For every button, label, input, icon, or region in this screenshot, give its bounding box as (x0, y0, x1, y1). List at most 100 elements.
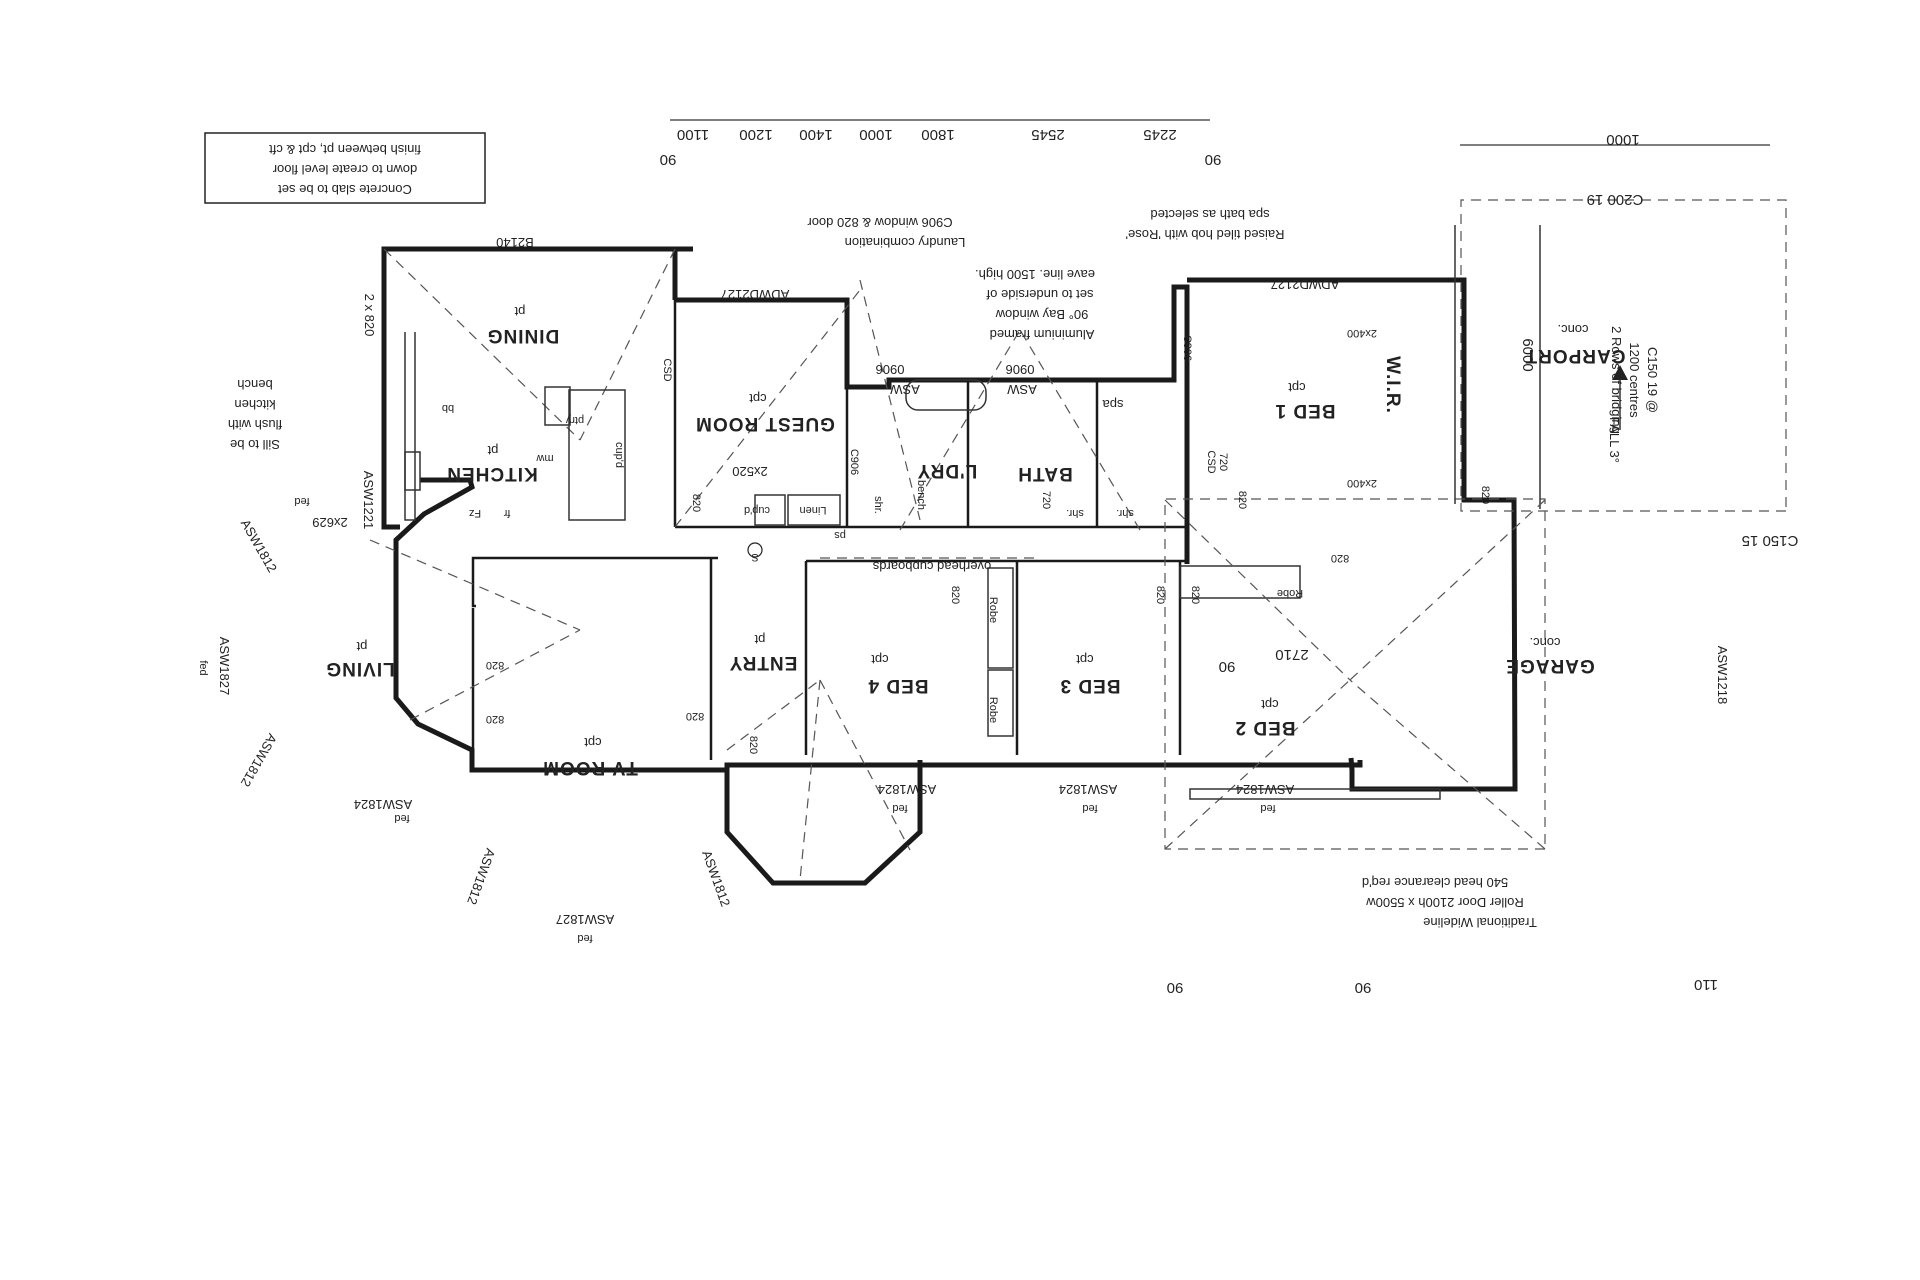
guest-room-label: GUEST ROOM (695, 413, 835, 434)
bed4-label: BED 4 (868, 675, 929, 696)
dim-bottom-2: 110 (1694, 976, 1718, 993)
door-2x520: 2x520 (732, 464, 767, 479)
door-csd-guest: CSD (661, 358, 673, 381)
overhead-note: overhead cupboards (872, 559, 991, 574)
slab-note-box (204, 132, 486, 204)
kitchen-finish: pt (487, 443, 498, 458)
door-2x820: 2 x 820 (362, 294, 377, 337)
entry-finish: pt (754, 632, 765, 647)
carport-finish: conc. (1557, 322, 1588, 337)
laundry-note-1: Laundry combination (845, 235, 966, 250)
robe-box-2 (987, 669, 1014, 737)
guest-finish: cpt (749, 391, 767, 406)
window-asw1221: ASW1221 (361, 471, 376, 530)
window-labels: B2140 ADWD2127 ADWD2127 ASW 0906 ASW 090… (197, 235, 1730, 944)
bridging-note-3: 2 Rows of bridging (1609, 326, 1624, 434)
window-asw1827-living: ASW1827 (217, 637, 232, 696)
roof-line-14 (899, 329, 1021, 531)
door-820-guest: 820 (690, 494, 702, 512)
window-asw-b-num: 0906 (1006, 362, 1035, 377)
bed4-finish: cpt (871, 652, 889, 667)
door-2x629: 2x629 (312, 515, 347, 530)
cupd-cupboard (754, 494, 786, 526)
window-asw1824-living: ASW1824 (354, 797, 413, 812)
kitchen-island (568, 389, 626, 521)
window-asw1824-b: ASW1824 (1059, 782, 1118, 797)
door-csd-ens: CSD (1205, 450, 1217, 473)
window-adwd2127-bed1: ADWD2127 (1271, 277, 1340, 292)
bb-label: bb (442, 402, 454, 414)
bay-note-4: eave line. 1500 high. (975, 267, 1095, 282)
dim-bottom-0: 90 (1167, 979, 1184, 996)
window-asw1812-d: ASW1812 (699, 848, 733, 908)
tv-room-wall (724, 760, 923, 886)
bed3-label: BED 3 (1060, 675, 1121, 696)
living-label: LIVING (325, 658, 394, 679)
door-labels: 2 x 820 2x629 2x520 820 820 820 820 820 … (312, 294, 1491, 755)
fed-label-2: fed (577, 932, 592, 944)
roof-line-9 (819, 679, 911, 851)
shr-ensuite-label: shr. (1116, 507, 1134, 519)
garage-label: GARAGE (1505, 655, 1594, 676)
dim-bed2-90: 90 (1219, 658, 1236, 675)
fed-label-4: fed (1082, 802, 1097, 814)
bridging-note-2: 1200 centres (1627, 342, 1642, 418)
laundry-note-2: C906 window & 820 door (807, 215, 953, 230)
carport-label: CARPORT (1525, 345, 1626, 366)
dim-bed2: 2710 (1275, 646, 1308, 663)
garage-finish: conc. (1529, 635, 1560, 650)
kitchen-label: KITCHEN (446, 463, 537, 484)
roof-line-4 (859, 279, 921, 521)
roof-line-13 (1164, 679, 1351, 850)
door-820-bed2: 820 (1189, 586, 1201, 604)
door-2x400-a: 2x400 (1347, 327, 1377, 339)
window-c906-b: C906 (1181, 335, 1193, 361)
dim-carport-len: 6000 (1519, 338, 1536, 371)
s-circle (747, 542, 763, 558)
ldry-label: L'DRY (917, 460, 978, 481)
roof-line-15 (1019, 329, 1141, 531)
bed1-finish: cpt (1288, 380, 1306, 395)
slab-note-3: finish between pt, cpt & cft (269, 142, 421, 157)
door-820-hall: 820 (1331, 552, 1349, 564)
door-820-entry: 820 (686, 710, 704, 722)
fed-label-5: fed (1260, 802, 1275, 814)
bath-label: BATH (1017, 463, 1072, 484)
spa-hob-note-2: spa bath as selected (1150, 207, 1269, 222)
dim-top-6: 2545 (1031, 126, 1064, 143)
fall-arrowhead (1612, 365, 1628, 380)
tv-room-label: TV ROOM (542, 757, 638, 778)
bed1-label: BED 1 (1275, 400, 1336, 421)
kitchen-sink (404, 451, 421, 491)
shr-bath-label: shr. (1066, 507, 1084, 519)
roof-line-5 (369, 539, 581, 631)
window-b2140: B2140 (496, 235, 534, 250)
roof-line-11 (1349, 499, 1546, 681)
spa-hob-note-1: Raised tiled hob with 'Rose' (1126, 227, 1285, 242)
fed-label-3: fed (892, 802, 907, 814)
fed-label-6: fed (197, 660, 209, 675)
carport-outline (1460, 199, 1787, 512)
roof-line-1 (383, 248, 581, 441)
ps-label: ps (834, 529, 846, 541)
garage-outline (1164, 498, 1546, 850)
living-finish: pt (356, 639, 367, 654)
notes: Concrete slab to be set down to create l… (204, 132, 1660, 930)
linen-label: Linen (800, 504, 827, 516)
dim-bottom-1: 90 (1355, 979, 1372, 996)
door-720-bath: 720 (1040, 491, 1052, 509)
ptry-box (544, 386, 571, 426)
dim-c150: C150 15 (1742, 532, 1799, 549)
bay-note-1: Aluminium framed (990, 327, 1095, 342)
kitchen-bench (404, 332, 416, 521)
roof-line-6 (409, 629, 581, 721)
dining-finish: pt (514, 304, 525, 319)
door-2x400-b: 2x400 (1347, 477, 1377, 489)
robe-bed3-label: Robe (987, 697, 999, 723)
roller-note-2: Roller Door 2100h x 5500w (1366, 895, 1524, 910)
fr-label: fr (503, 507, 510, 519)
mw-label: mw (536, 452, 553, 464)
s-circle-label: S (751, 551, 758, 563)
window-c906-a: C906 (848, 449, 860, 475)
